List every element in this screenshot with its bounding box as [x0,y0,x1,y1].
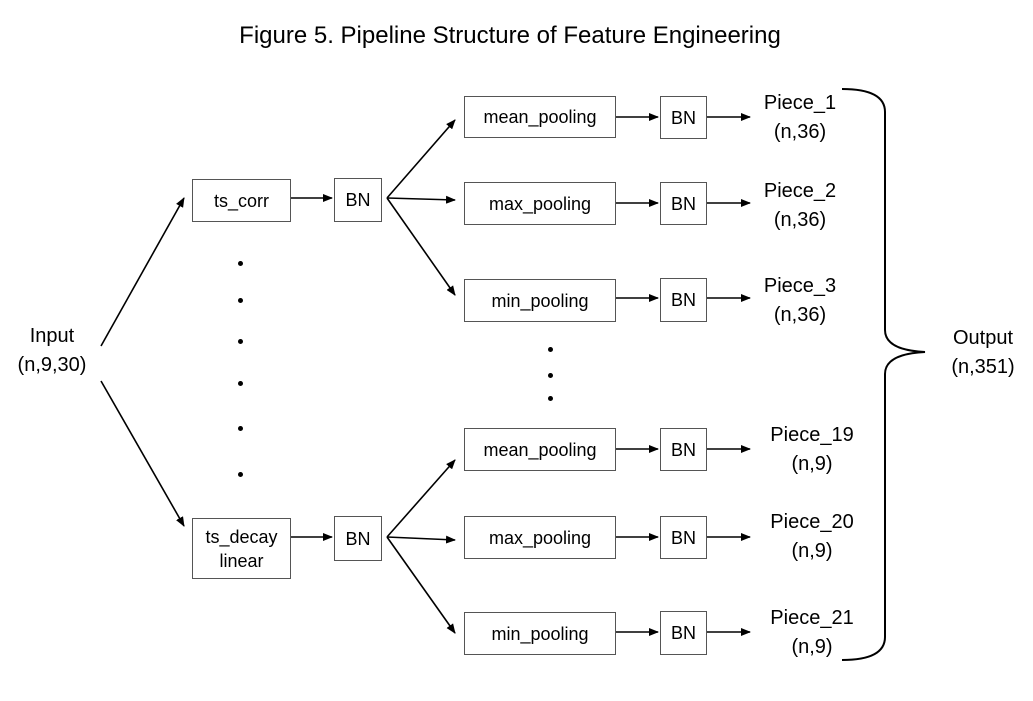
output-name: Output [952,327,1014,349]
bn-label: BN [670,439,696,460]
ts-corr-label: ts_corr [213,190,269,211]
piece-21-label: Piece_21 (n,9) [760,604,864,662]
pooling-label: mean_pooling [483,439,597,460]
input-label: Input (n,9,30) [10,322,94,380]
piece-name: Piece_1 [763,92,837,114]
bn-box-piece-2: BN [660,182,707,225]
piece-3-label: Piece_3 (n,36) [752,272,848,330]
piece-shape: (n,9) [791,453,833,475]
piece-shape: (n,36) [773,121,827,143]
piece-name: Piece_19 [770,424,854,446]
piece-name: Piece_3 [763,275,837,297]
bn-label: BN [670,527,696,548]
piece-name: Piece_2 [763,180,837,202]
ts-corr-box: ts_corr [192,179,291,222]
bn-label: BN [670,623,696,643]
bn-label: BN [670,107,696,128]
arrow-input-to-ts-corr [100,197,185,347]
ts-decay-label-line1: ts_decay [205,526,278,547]
ellipsis-dot [548,347,553,352]
arrow-bn-to-mean-pooling-2 [386,459,456,538]
pooling-label: min_pooling [491,290,589,311]
piece-name: Piece_20 [770,511,854,533]
max-pooling-box: max_pooling [464,182,616,225]
ellipsis-dot [238,426,243,431]
output-label: Output (n,351) [940,324,1026,382]
pooling-label: min_pooling [491,623,589,644]
bn-label: BN [670,290,696,310]
pooling-label: mean_pooling [483,107,597,127]
piece-shape: (n,9) [791,636,833,658]
piece-1-label: Piece_1 (n,36) [752,89,848,147]
output-shape: (n,351) [951,356,1015,378]
arrow-bn-to-max-pooling-2 [386,535,456,544]
ellipsis-dot [548,396,553,401]
ellipsis-dot [238,472,243,477]
ts-decay-linear-box: ts_decay linear [192,518,291,579]
ellipsis-dot [548,373,553,378]
bn-label: BN [345,190,371,210]
piece-shape: (n,9) [791,540,833,562]
bn-label: BN [670,193,696,214]
bn-box-branch-2: BN [334,516,382,561]
ts-decay-label-line2: linear [219,550,264,571]
bn-box-piece-21: BN [660,611,707,655]
bn-box-branch-1: BN [334,178,382,222]
arrow-input-to-ts-decay [100,380,185,527]
arrow-bn-to-min-pooling-2 [386,536,456,634]
arrow-bn-to-mean-pooling-1 [386,119,456,199]
figure-title: Figure 5. Pipeline Structure of Feature … [239,22,781,49]
mean-pooling-box: mean_pooling [464,96,616,138]
bn-label: BN [345,528,371,549]
input-shape: (n,9,30) [17,354,87,376]
piece-shape: (n,36) [773,209,827,231]
min-pooling-box: min_pooling [464,612,616,655]
pooling-label: max_pooling [488,193,592,214]
input-name: Input [29,325,75,347]
mean-pooling-box: mean_pooling [464,428,616,471]
bn-box-piece-3: BN [660,278,707,322]
arrow-bn-to-min-pooling-1 [386,197,456,296]
bn-box-piece-20: BN [660,516,707,559]
piece-20-label: Piece_20 (n,9) [760,508,864,566]
bn-box-piece-1: BN [660,96,707,139]
piece-name: Piece_21 [770,607,854,629]
piece-shape: (n,36) [773,304,827,326]
ellipsis-dot [238,298,243,303]
pooling-label: max_pooling [488,527,592,548]
ellipsis-dot [238,339,243,344]
max-pooling-box: max_pooling [464,516,616,559]
ellipsis-dot [238,381,243,386]
bn-box-piece-19: BN [660,428,707,471]
arrow-bn-to-max-pooling-1 [386,195,456,204]
piece-2-label: Piece_2 (n,36) [752,177,848,235]
min-pooling-box: min_pooling [464,279,616,322]
ellipsis-dot [238,261,243,266]
output-brace [841,88,926,661]
piece-19-label: Piece_19 (n,9) [760,421,864,479]
